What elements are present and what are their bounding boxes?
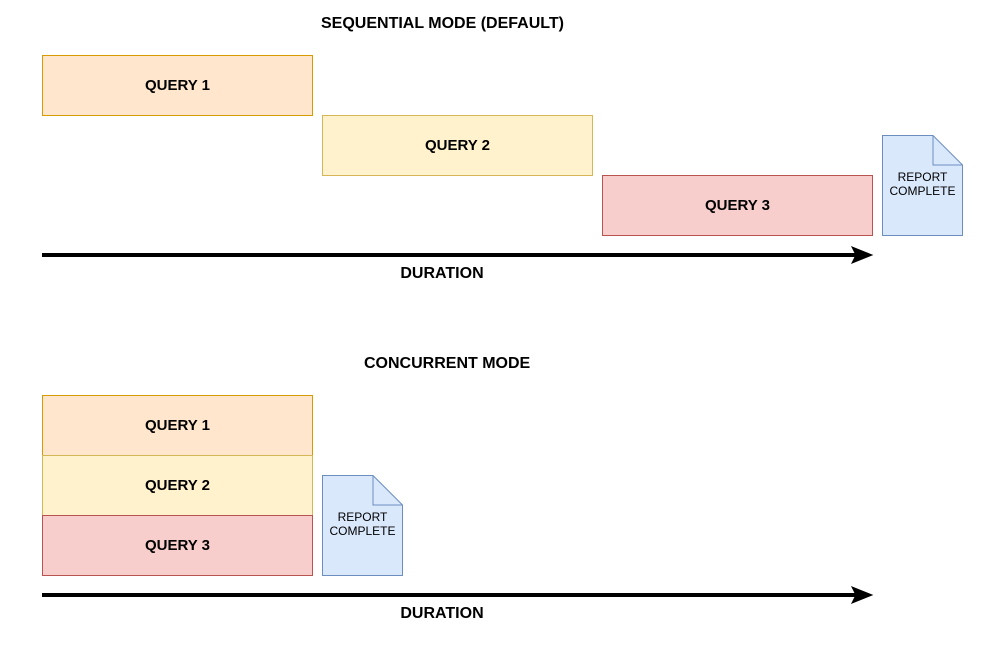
concurrent-query-2-label: QUERY 2 <box>144 477 211 494</box>
concurrent-duration-label: DURATION <box>400 605 484 622</box>
sequential-report-label: REPORT COMPLETE <box>889 170 956 198</box>
concurrent-query-3-label: QUERY 3 <box>144 537 211 554</box>
concurrent-report-label: REPORT COMPLETE <box>329 510 396 538</box>
concurrent-query-3: QUERY 3 <box>42 515 313 576</box>
sequential-query-2: QUERY 2 <box>322 115 593 176</box>
document-icon <box>882 135 963 236</box>
sequential-query-3-label: QUERY 3 <box>704 197 771 214</box>
concurrent-mode-title: CONCURRENT MODE <box>364 355 531 372</box>
concurrent-duration-arrow <box>42 586 874 604</box>
sequential-query-3: QUERY 3 <box>602 175 873 236</box>
concurrent-query-1: QUERY 1 <box>42 395 313 456</box>
concurrent-query-1-label: QUERY 1 <box>144 417 211 434</box>
concurrent-report-document: REPORT COMPLETE <box>322 475 403 576</box>
concurrent-query-2: QUERY 2 <box>42 455 313 516</box>
sequential-query-1-label: QUERY 1 <box>144 77 211 94</box>
sequential-duration-arrow <box>42 246 874 264</box>
sequential-query-2-label: QUERY 2 <box>424 137 491 154</box>
sequential-mode-title: SEQUENTIAL MODE (DEFAULT) <box>321 15 564 32</box>
document-icon <box>322 475 403 576</box>
sequential-query-1: QUERY 1 <box>42 55 313 116</box>
sequential-duration-label: DURATION <box>400 265 484 282</box>
sequential-report-document: REPORT COMPLETE <box>882 135 963 236</box>
